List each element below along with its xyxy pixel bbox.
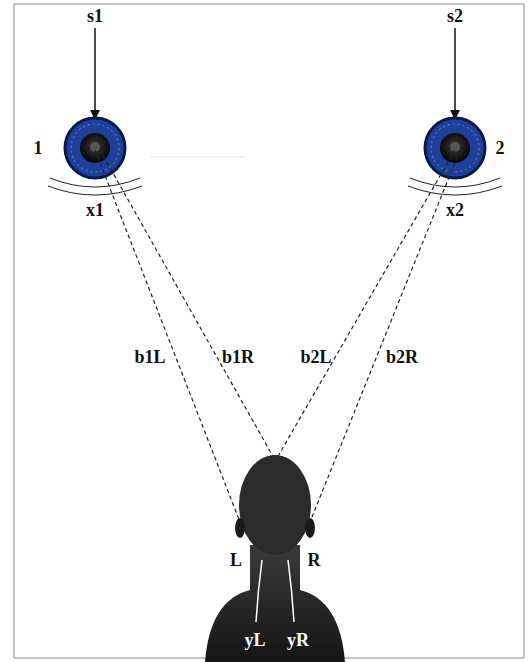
dummy-head (205, 455, 345, 662)
speaker-number: 2 (496, 139, 505, 157)
loudspeaker (425, 118, 485, 178)
speaker-number: 1 (34, 139, 43, 157)
faint-line (150, 157, 245, 158)
path-label: b2R (386, 348, 418, 366)
path-label: b2L (300, 348, 331, 366)
signal-label: x1 (86, 201, 104, 219)
input-arrow (454, 28, 456, 118)
signal-label: yL (244, 631, 265, 649)
ear-label: R (308, 551, 321, 569)
path-label: b1R (222, 348, 254, 366)
signal-label: yR (287, 631, 309, 649)
ear-label: L (230, 551, 242, 569)
signal-label: s1 (87, 7, 103, 25)
signal-label: x2 (446, 201, 464, 219)
path-label: b1L (134, 348, 165, 366)
input-arrow (94, 28, 96, 118)
loudspeaker (65, 118, 125, 178)
signal-label: s2 (447, 7, 463, 25)
